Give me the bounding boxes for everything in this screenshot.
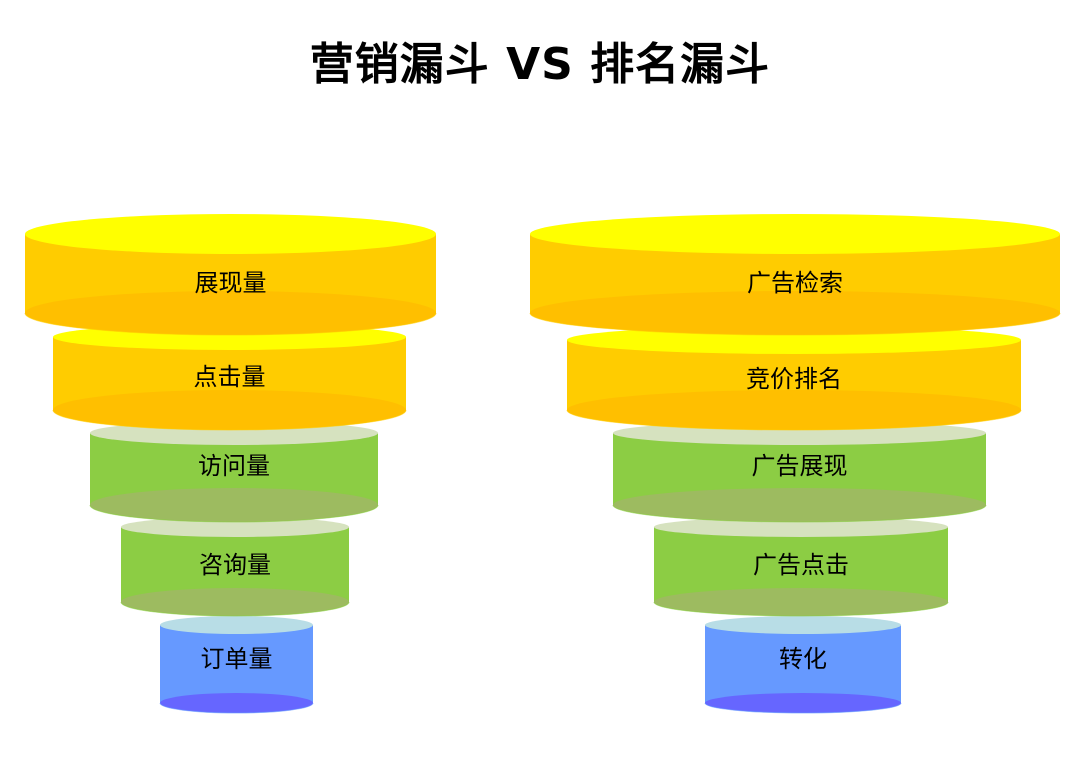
marketing-funnel [24, 214, 437, 714]
cylinder-bottom [53, 390, 406, 430]
cylinder-edge [566, 409, 1022, 431]
funnel-level [24, 214, 437, 336]
cylinder-bottom [25, 291, 436, 335]
cylinder-top [25, 214, 436, 254]
cylinder-bottom [530, 291, 1060, 335]
ranking-funnel [529, 214, 1061, 714]
cylinder-top [121, 517, 349, 537]
cylinder-bottom [654, 588, 948, 616]
funnel-level-label: 转化 [779, 645, 827, 673]
funnel-level [653, 517, 949, 617]
cylinder-edge [612, 504, 987, 523]
funnel-level-label: 广告展现 [752, 452, 848, 480]
cylinder-edge [24, 312, 437, 336]
funnel-level-label: 展现量 [195, 269, 267, 297]
funnel-level-label: 订单量 [201, 645, 273, 673]
cylinder-edge [159, 702, 314, 714]
cylinder-bottom [567, 390, 1021, 430]
cylinder-edge [653, 601, 949, 617]
funnel-level-label: 点击量 [194, 363, 266, 391]
diagram-title: 营销漏斗 VS 排名漏斗 [309, 39, 771, 90]
cylinder-edge [120, 601, 350, 617]
funnel-level [704, 616, 902, 714]
cylinder-top [705, 616, 901, 634]
funnel-level-label: 广告检索 [747, 269, 843, 297]
funnel-level [529, 214, 1061, 336]
funnel-level-label: 广告点击 [753, 551, 849, 579]
cylinder-bottom [705, 693, 901, 713]
cylinder-top [654, 517, 948, 537]
cylinder-bottom [121, 588, 349, 616]
funnel-level [612, 421, 987, 523]
cylinder-edge [704, 702, 902, 714]
cylinder-edge [89, 504, 379, 523]
funnel-level-label: 竞价排名 [746, 365, 842, 393]
cylinder-edge [529, 312, 1061, 336]
cylinder-body [160, 625, 313, 713]
cylinder-body [705, 625, 901, 713]
cylinder-bottom [613, 488, 986, 522]
funnel-level-label: 访问量 [198, 452, 270, 480]
funnel-level-label: 咨询量 [199, 551, 271, 579]
cylinder-bottom [160, 693, 313, 713]
funnel-level [159, 616, 314, 714]
cylinder-top [530, 214, 1060, 254]
cylinder-edge [52, 409, 407, 431]
cylinder-bottom [90, 488, 378, 522]
cylinder-top [160, 616, 313, 634]
funnel-level [120, 517, 350, 617]
